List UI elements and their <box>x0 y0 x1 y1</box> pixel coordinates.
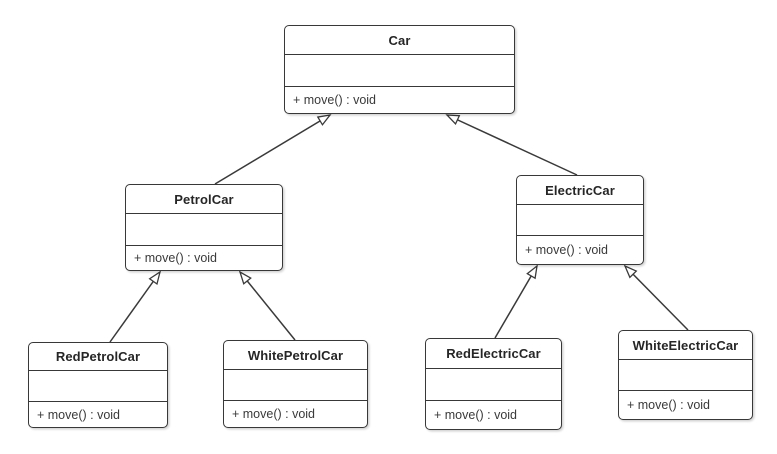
arrow-petrolcar-to-car <box>214 114 332 185</box>
class-box-whitepetrolcar: WhitePetrolCar + move() : void <box>223 340 368 428</box>
class-box-car: Car + move() : void <box>284 25 515 114</box>
class-methods: + move() : void <box>627 398 711 412</box>
arrow-redpetrolcar-to-petrolcar <box>109 270 162 343</box>
class-box-petrolcar: PetrolCar + move() : void <box>125 184 283 271</box>
class-box-redpetrolcar: RedPetrolCar + move() : void <box>28 342 168 428</box>
class-name: RedElectricCar <box>426 339 561 369</box>
class-name: Car <box>285 26 514 55</box>
class-methods: + move() : void <box>293 93 377 107</box>
class-name: WhitePetrolCar <box>224 341 367 370</box>
arrow-electriccar-to-car <box>445 114 578 176</box>
class-methods: + move() : void <box>434 408 518 422</box>
class-attributes <box>619 360 752 391</box>
class-methods: + move() : void <box>37 407 121 422</box>
class-attributes <box>517 205 643 236</box>
class-name: ElectricCar <box>517 176 643 205</box>
class-box-redelectriccar: RedElectricCar + move() : void <box>425 338 562 430</box>
arrow-whiteelectriccar-to-electriccar <box>623 264 689 331</box>
class-methods: + move() : void <box>134 251 218 265</box>
class-box-whiteelectriccar: WhiteElectricCar + move() : void <box>618 330 753 420</box>
arrow-redelectriccar-to-electriccar <box>494 264 538 339</box>
class-box-electriccar: ElectricCar + move() : void <box>516 175 644 265</box>
class-name: RedPetrolCar <box>29 343 167 371</box>
class-methods: + move() : void <box>232 407 316 421</box>
class-attributes <box>126 214 282 246</box>
class-attributes <box>224 370 367 401</box>
class-name: PetrolCar <box>126 185 282 214</box>
class-attributes <box>426 369 561 401</box>
class-attributes <box>285 55 514 87</box>
class-attributes <box>29 371 167 402</box>
class-methods: + move() : void <box>525 243 609 257</box>
arrow-whitepetrolcar-to-petrolcar <box>238 270 296 341</box>
class-name: WhiteElectricCar <box>619 331 752 360</box>
